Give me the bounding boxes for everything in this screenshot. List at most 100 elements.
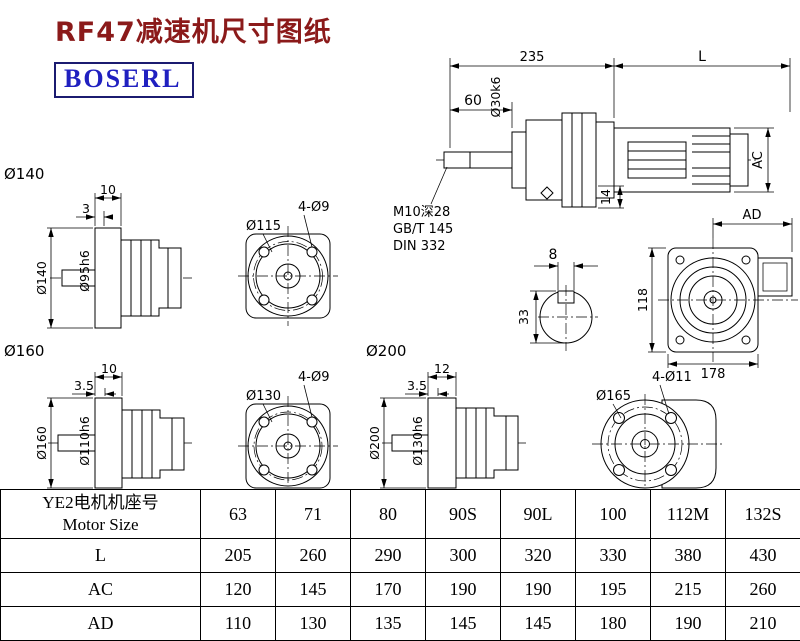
- flange-view-140: Ø140 10 3 Ø140 Ø95h6: [4, 165, 192, 329]
- bolt-hole: [665, 412, 677, 424]
- dim-118-label: 118: [635, 288, 650, 312]
- holes-label: 4-Ø11: [652, 370, 692, 385]
- assembly-side-view: [436, 112, 758, 208]
- value-cell: 135: [350, 606, 426, 641]
- value-cell: 430: [725, 538, 800, 573]
- bolt-hole: [665, 464, 677, 476]
- table-row-AC: AC 120 145 170 190 190 195 215 260: [0, 572, 800, 607]
- value-cell: 330: [575, 538, 651, 573]
- gearbox-input-flange: [511, 131, 527, 189]
- dim-flange-dia-label: Ø140: [34, 261, 49, 295]
- dim-adapter-label: 14: [598, 189, 613, 205]
- value-cell: 195: [575, 572, 651, 607]
- view-200-title: Ø200: [366, 342, 406, 360]
- mount-flange: [427, 397, 457, 489]
- flange-view-160: Ø160 10 3.5 Ø160 Ø110h6: [4, 342, 192, 489]
- size-cell: 100: [575, 489, 651, 539]
- dim-spigot-dia-label: Ø95h6: [77, 250, 92, 292]
- key-depth-label: 33: [516, 309, 531, 325]
- dim-35-label: 3.5: [407, 378, 427, 393]
- value-cell: 205: [200, 538, 276, 573]
- value-cell: 170: [350, 572, 426, 607]
- value-cell: 260: [725, 572, 800, 607]
- tap-note-3: DIN 332: [393, 239, 446, 254]
- gear-housing: [455, 407, 519, 479]
- size-cell: 132S: [725, 489, 800, 539]
- dim-flange-dia-label: Ø200: [367, 426, 382, 460]
- dim-shaft-ext-label: 60: [464, 93, 482, 109]
- flange-face-165: 4-Ø11 Ø165: [592, 370, 722, 489]
- motor-rear-view: AD 118 178: [635, 208, 798, 382]
- technical-drawing: 235 L 60 Ø30k6 AC 14 M10深28 GB/T 145 DIN…: [4, 49, 798, 489]
- value-cell: 110: [200, 606, 276, 641]
- value-cell: 180: [575, 606, 651, 641]
- value-cell: 145: [500, 606, 576, 641]
- value-cell: 320: [500, 538, 576, 573]
- tap-note-1: M10深28: [393, 205, 450, 220]
- gear-housing: [121, 409, 185, 479]
- shaft-section-view: 8 33: [516, 247, 598, 351]
- bolt-hole: [675, 255, 685, 265]
- value-cell: 120: [200, 572, 276, 607]
- dim-motor-length-label: L: [698, 49, 706, 65]
- dim-ad-label: AD: [743, 208, 762, 223]
- bolt-hole: [741, 255, 751, 265]
- dim-spigot-dia-label: Ø110h6: [77, 416, 92, 466]
- bolt-circle-label: Ø130: [246, 389, 281, 404]
- row-label: AC: [0, 572, 201, 607]
- motor-adapter: [595, 121, 615, 199]
- flange-face-115: 4-Ø9 Ø115: [238, 200, 338, 326]
- mount-flange: [94, 227, 122, 329]
- dim-12-label: 12: [434, 361, 450, 376]
- table-header-row: YE2电机机座号 Motor Size 63 71 80 90S 90L 100…: [0, 489, 800, 539]
- gearbox-housing: [525, 119, 563, 201]
- bolt-hole: [258, 416, 270, 428]
- value-cell: 210: [725, 606, 800, 641]
- dim-35-label: 3.5: [74, 378, 94, 393]
- motor-size-header-cell: YE2电机机座号 Motor Size: [0, 489, 201, 539]
- oil-plug-symbol: [540, 186, 554, 200]
- bolt-hole: [741, 335, 751, 345]
- value-cell: 260: [275, 538, 351, 573]
- view-160-title: Ø160: [4, 342, 44, 360]
- header-line-en: Motor Size: [62, 515, 139, 534]
- value-cell: 290: [350, 538, 426, 573]
- size-cell: 63: [200, 489, 276, 539]
- view-140-title: Ø140: [4, 165, 44, 183]
- table-row-AD: AD 110 130 135 145 145 180 190 210: [0, 606, 800, 641]
- bolt-hole: [258, 246, 270, 258]
- size-cell: 80: [350, 489, 426, 539]
- assembly-dimensions: 235 L 60 Ø30k6 AC 14 M10深28 GB/T 145 DIN…: [393, 49, 791, 254]
- flange-view-200: Ø200 12 3.5 Ø200 Ø130h6: [366, 342, 526, 489]
- dim-3-label: 3: [82, 201, 90, 216]
- tap-note-2: GB/T 145: [393, 222, 453, 237]
- bolt-circle-label: Ø115: [246, 219, 281, 234]
- value-cell: 145: [275, 572, 351, 607]
- size-cell: 71: [275, 489, 351, 539]
- value-cell: 190: [500, 572, 576, 607]
- value-cell: 380: [650, 538, 726, 573]
- bolt-hole: [306, 464, 318, 476]
- brand-logo: BOSERL: [54, 62, 194, 98]
- key-width-label: 8: [549, 247, 558, 263]
- mount-flange: [94, 397, 123, 489]
- dim-ac-label: AC: [751, 151, 766, 169]
- page-title: RF47减速机尺寸图纸: [55, 17, 332, 48]
- row-label: AD: [0, 606, 201, 641]
- bolt-hole: [306, 294, 318, 306]
- dim-spigot-dia-label: Ø130h6: [410, 416, 425, 466]
- holes-label: 4-Ø9: [298, 200, 329, 215]
- bolt-hole: [306, 246, 318, 258]
- motor-size-table: YE2电机机座号 Motor Size 63 71 80 90S 90L 100…: [0, 489, 800, 641]
- dim-178-label: 178: [701, 367, 726, 382]
- dim-10-label: 10: [100, 182, 116, 197]
- value-cell: 130: [275, 606, 351, 641]
- gearbox-flange-ring: [561, 112, 597, 208]
- value-cell: 145: [425, 606, 501, 641]
- holes-label: 4-Ø9: [298, 370, 329, 385]
- table-row-L: L 205 260 290 300 320 330 380 430: [0, 538, 800, 573]
- fan-cover: [729, 133, 749, 187]
- bolt-hole: [258, 464, 270, 476]
- bolt-hole: [258, 294, 270, 306]
- size-cell: 90L: [500, 489, 576, 539]
